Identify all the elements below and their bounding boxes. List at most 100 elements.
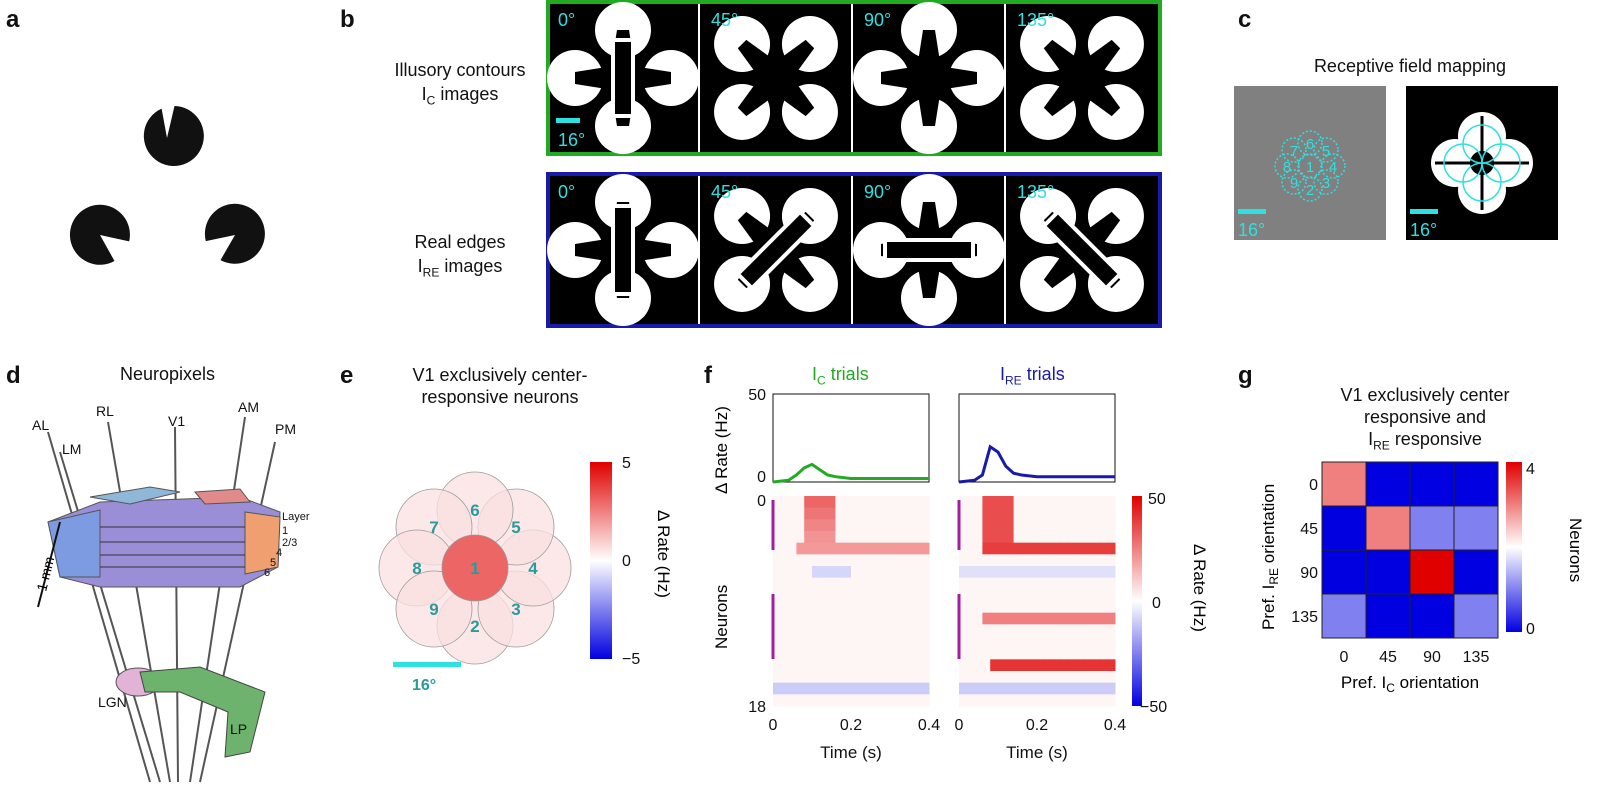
f-re-xtick-04: 0.4 — [1104, 717, 1126, 734]
heat-cell — [1091, 612, 1100, 625]
heat-cell — [1044, 519, 1054, 532]
heat-cell — [812, 554, 821, 567]
heat-cell — [851, 659, 860, 672]
rf-label-9: 9 — [429, 600, 438, 619]
heat-cell — [1091, 577, 1100, 590]
heat-cell — [1013, 694, 1022, 707]
heat-cell — [827, 496, 836, 509]
g-col-45: 45 — [1379, 649, 1397, 666]
heat-cell — [1029, 636, 1038, 649]
b-scale-bar — [556, 118, 580, 123]
heat-cell — [974, 647, 983, 660]
heat-cell — [866, 694, 875, 707]
heat-cell — [913, 496, 922, 509]
heat-cell — [1099, 531, 1108, 544]
heat-cell — [890, 647, 899, 660]
heat-cell — [959, 647, 968, 660]
heat-cell — [1021, 507, 1030, 520]
heat-cell — [780, 554, 790, 567]
heat-cell — [1029, 496, 1038, 509]
heat-cell — [835, 671, 844, 684]
heat-cell — [905, 507, 914, 520]
heat-cell — [1005, 577, 1015, 590]
heat-cell — [866, 577, 875, 590]
heat-cell — [1076, 624, 1085, 637]
f-heat-ytick-0: 0 — [757, 493, 766, 510]
heat-cell — [959, 566, 968, 579]
panel-label-f: f — [704, 362, 712, 389]
heat-cell — [780, 671, 790, 684]
heat-cell — [773, 554, 782, 567]
area-label-am: AM — [238, 399, 259, 415]
heat-cell — [1013, 542, 1022, 555]
heat-cell — [851, 612, 860, 625]
heat-cell — [1021, 647, 1030, 660]
matrix-cell — [1453, 461, 1499, 507]
heat-cell — [1060, 659, 1069, 672]
heat-cell — [827, 636, 836, 649]
heat-cell — [1037, 589, 1046, 602]
area-label-lp: LP — [230, 721, 247, 737]
heat-cell — [897, 519, 907, 532]
heat-cell — [819, 682, 829, 695]
heat-cell — [835, 496, 844, 509]
heat-cell — [890, 659, 899, 672]
heat-cell — [1029, 612, 1038, 625]
heat-cell — [1107, 519, 1116, 532]
e-scale-label: 16° — [412, 677, 436, 694]
heat-cell — [913, 647, 922, 660]
ic-orient-135: 135° — [1017, 10, 1054, 30]
heat-cell — [796, 694, 805, 707]
f-ic-xtick-0: 0 — [769, 717, 778, 734]
heat-cell — [780, 496, 790, 509]
heat-cell — [773, 577, 782, 590]
heat-cell — [812, 636, 821, 649]
heat-cell — [974, 589, 983, 602]
heat-cell — [990, 507, 999, 520]
heat-cell — [1060, 519, 1069, 532]
heat-cell — [1037, 507, 1046, 520]
re-trials-title: IRE trials — [1000, 364, 1065, 388]
heat-cell — [959, 671, 968, 684]
heat-cell — [1029, 519, 1038, 532]
heat-cell — [882, 566, 891, 579]
heat-cell — [1013, 589, 1022, 602]
heat-cell — [835, 507, 844, 520]
heat-cell — [1013, 577, 1022, 590]
heat-cell — [796, 542, 805, 555]
heat-cell — [866, 554, 875, 567]
heat-cell — [1083, 577, 1093, 590]
heat-cell — [966, 577, 976, 590]
heat-cell — [1029, 694, 1038, 707]
heat-cell — [1037, 624, 1046, 637]
rf-num-3: 3 — [1322, 175, 1330, 192]
heat-cell — [1029, 566, 1038, 579]
heat-cell — [913, 624, 922, 637]
heat-cell — [990, 601, 999, 614]
heat-cell — [1091, 542, 1100, 555]
heat-cell — [773, 612, 782, 625]
heat-cell — [1052, 659, 1061, 672]
heat-cell — [1083, 507, 1093, 520]
heat-cell — [882, 624, 891, 637]
heat-cell — [990, 531, 999, 544]
heat-cell — [1037, 542, 1046, 555]
heat-cell — [998, 659, 1007, 672]
heat-cell — [1013, 612, 1022, 625]
heat-cell — [1052, 554, 1061, 567]
heat-cell — [897, 636, 907, 649]
heat-cell — [874, 659, 883, 672]
heat-cell — [890, 496, 899, 509]
heat-cell — [1052, 519, 1061, 532]
heat-cell — [1021, 542, 1030, 555]
heat-cell — [1021, 577, 1030, 590]
heat-cell — [982, 566, 991, 579]
rf-num-8: 8 — [1283, 159, 1291, 176]
heat-cell — [804, 519, 813, 532]
heat-cell — [1052, 671, 1061, 684]
heat-cell — [1005, 507, 1015, 520]
g-row-90: 90 — [1300, 565, 1318, 582]
heat-cell — [921, 659, 930, 672]
heat-cell — [851, 577, 860, 590]
heat-cell — [1029, 554, 1038, 567]
